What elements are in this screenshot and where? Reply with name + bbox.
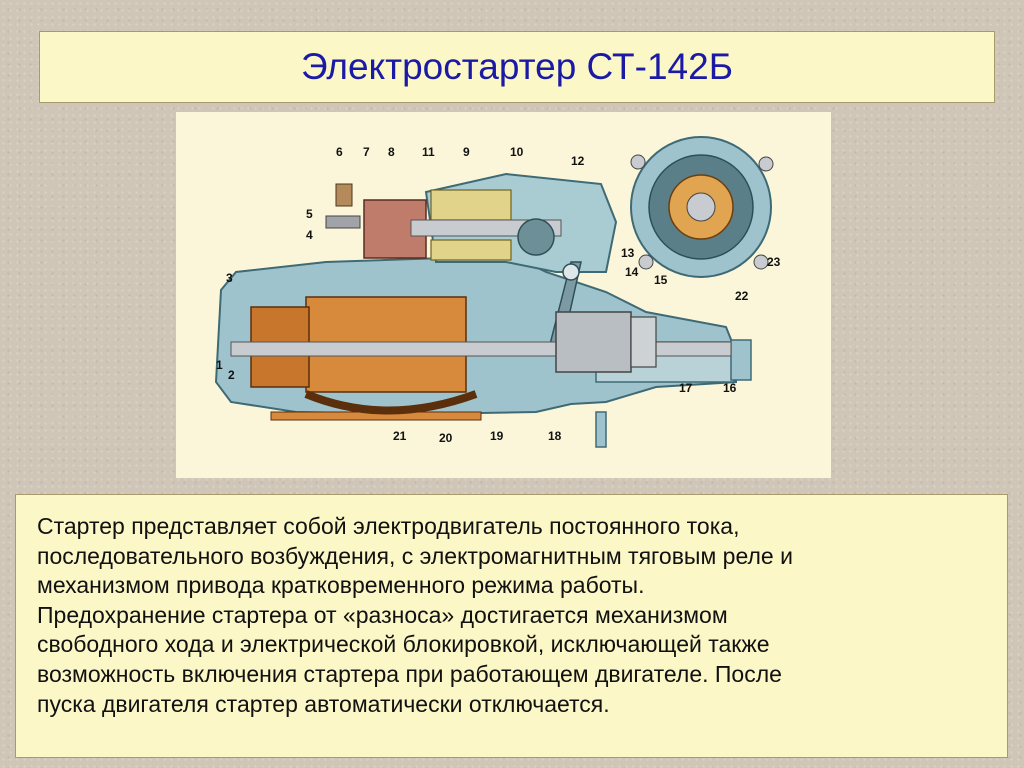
callout-8: 8	[388, 145, 395, 159]
callout-9: 9	[463, 145, 470, 159]
traction-relay	[325, 183, 562, 261]
callout-7: 7	[363, 145, 370, 159]
callout-14: 14	[625, 265, 639, 279]
callout-17: 17	[679, 381, 693, 395]
callout-1: 1	[216, 358, 223, 372]
callout-23: 23	[767, 255, 781, 269]
slide-title: Электростартер СТ-142Б	[300, 46, 733, 87]
callout-19: 19	[490, 429, 504, 443]
callout-20: 20	[439, 431, 453, 445]
callout-16: 16	[723, 381, 737, 395]
callout-21: 21	[393, 429, 407, 443]
callout-11: 11	[422, 145, 435, 159]
callout-3: 3	[226, 271, 233, 285]
callout-5: 5	[306, 207, 313, 221]
callout-6: 6	[336, 145, 343, 159]
end-cover-view	[630, 136, 774, 278]
shaft	[230, 311, 732, 373]
callout-18: 18	[548, 429, 562, 443]
description-box: Стартер представляет собой электродвигат…	[15, 494, 1008, 758]
callout-12: 12	[571, 154, 585, 168]
title-box: Электростартер СТ-142Б	[39, 31, 995, 103]
callout-22: 22	[735, 289, 749, 303]
callout-2: 2	[228, 368, 235, 382]
callout-13: 13	[621, 246, 635, 260]
callout-10: 10	[510, 145, 524, 159]
description-text: Стартер представляет собой электродвигат…	[37, 513, 793, 717]
callout-4: 4	[306, 228, 313, 242]
callout-15: 15	[654, 273, 668, 287]
